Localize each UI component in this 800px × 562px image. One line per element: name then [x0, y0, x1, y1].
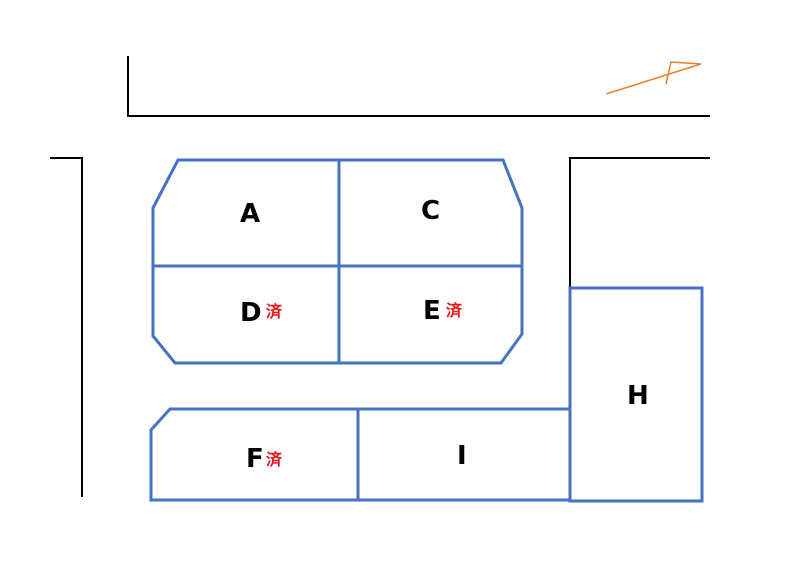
lower-block-outline [149, 407, 572, 502]
top-road-edge [127, 56, 710, 117]
road-edges [50, 56, 710, 497]
lot-labels: A C D 済 E 済 F 済 I H [240, 196, 649, 474]
upper-block-outline [151, 158, 524, 365]
north-arrow-icon [605, 61, 702, 95]
lot-f-sold-mark: 済 [266, 450, 283, 469]
lot-a-label: A [240, 199, 260, 229]
lot-d-sold-mark: 済 [266, 302, 283, 321]
lot-e-sold-mark: 済 [446, 301, 463, 320]
lot-h-label: H [627, 381, 649, 411]
lot-f-label: F [246, 444, 264, 474]
lot-c-label: C [421, 196, 440, 226]
lot-outlines [149, 158, 704, 503]
right-road-edge [569, 157, 710, 288]
lot-d-label: D [240, 298, 262, 328]
lot-h-outline [568, 286, 704, 503]
lot-e-label: E [423, 296, 441, 326]
left-road-edge [50, 157, 83, 497]
lot-i-label: I [457, 441, 467, 471]
